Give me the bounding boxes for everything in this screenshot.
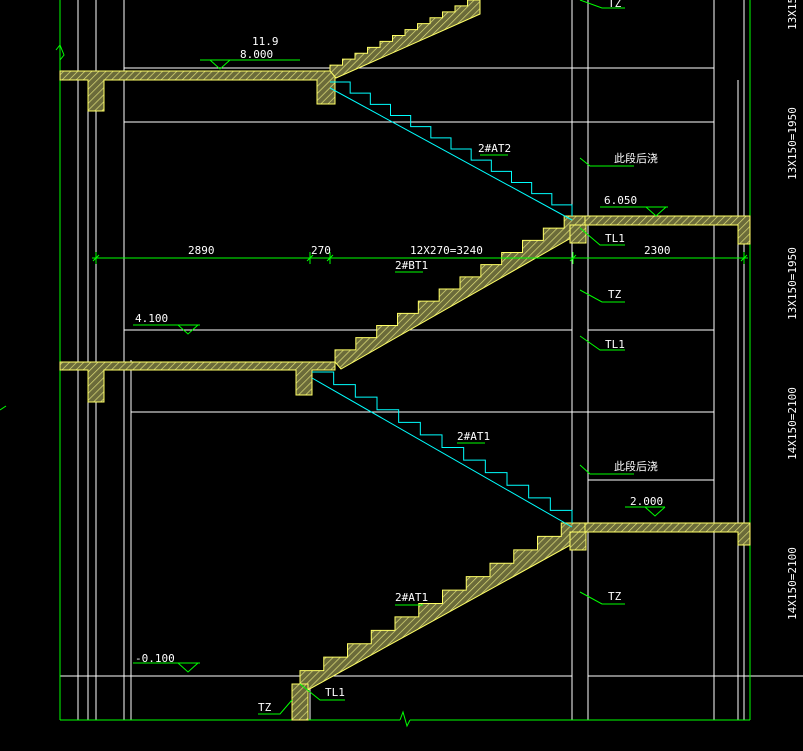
dimension-chain	[92, 252, 748, 264]
beam-tl1-a	[569, 224, 587, 244]
elevation-markers	[133, 59, 668, 673]
tz-label-bottom: TZ	[258, 701, 272, 714]
beam-tl1-b	[569, 531, 587, 551]
dim-run: 12X270=3240	[410, 244, 483, 257]
side-note-2: 13X150=1950	[786, 247, 799, 320]
tl1-label-c: TL1	[325, 686, 345, 699]
flight-at2-soffit	[329, 87, 573, 221]
tz-label-low: TZ	[608, 590, 622, 603]
flight-label-at2: 2#AT2	[478, 142, 511, 155]
elevation-2000: 2.000	[630, 495, 663, 508]
tl1-label-a: TL1	[605, 232, 625, 245]
side-note-3: 14X150=2100	[786, 387, 799, 460]
flight-bt1	[334, 215, 586, 370]
flight-label-bt1: 2#BT1	[395, 259, 428, 272]
dim-2300: 2300	[644, 244, 671, 257]
side-note-1: 13X150=1950	[786, 107, 799, 180]
dim-270: 270	[311, 244, 331, 257]
pour-note-lower: 此段后浇	[614, 459, 658, 473]
tl1-label-b: TL1	[605, 338, 625, 351]
flight-at2-steps	[330, 81, 573, 216]
elevation-4100: 4.100	[135, 312, 168, 325]
dim-2890: 2890	[188, 244, 215, 257]
pour-note-upper: 此段后浇	[614, 151, 658, 165]
flight-at1-upper-steps	[312, 371, 573, 523]
concrete-slabs	[59, 70, 751, 546]
elevation-top-a: 11.9	[252, 35, 279, 48]
stair-flights	[291, 0, 587, 721]
beam-tl1-c	[291, 683, 309, 721]
elevation-6050: 6.050	[604, 194, 637, 207]
drawing-text: 11.9 8.000 6.050 4.100 2.000 -0.100 2890…	[135, 0, 799, 714]
side-note-top: 13X150	[786, 0, 799, 30]
flight-at1-upper-soffit	[311, 377, 573, 528]
flight-label-at1-lower: 2#AT1	[395, 591, 428, 604]
flight-at1-lower	[299, 522, 586, 692]
flight-label-at1-upper: 2#AT1	[457, 430, 490, 443]
tz-label-mid: TZ	[608, 288, 622, 301]
tz-label-top: TZ	[608, 0, 622, 10]
label-leaders	[258, 0, 634, 715]
section-boundary	[0, 0, 751, 728]
elevation-top-b: 8.000	[240, 48, 273, 61]
flight-top	[329, 0, 481, 79]
side-note-4: 14X150=2100	[786, 547, 799, 620]
elevation-minus-0100: -0.100	[135, 652, 175, 665]
